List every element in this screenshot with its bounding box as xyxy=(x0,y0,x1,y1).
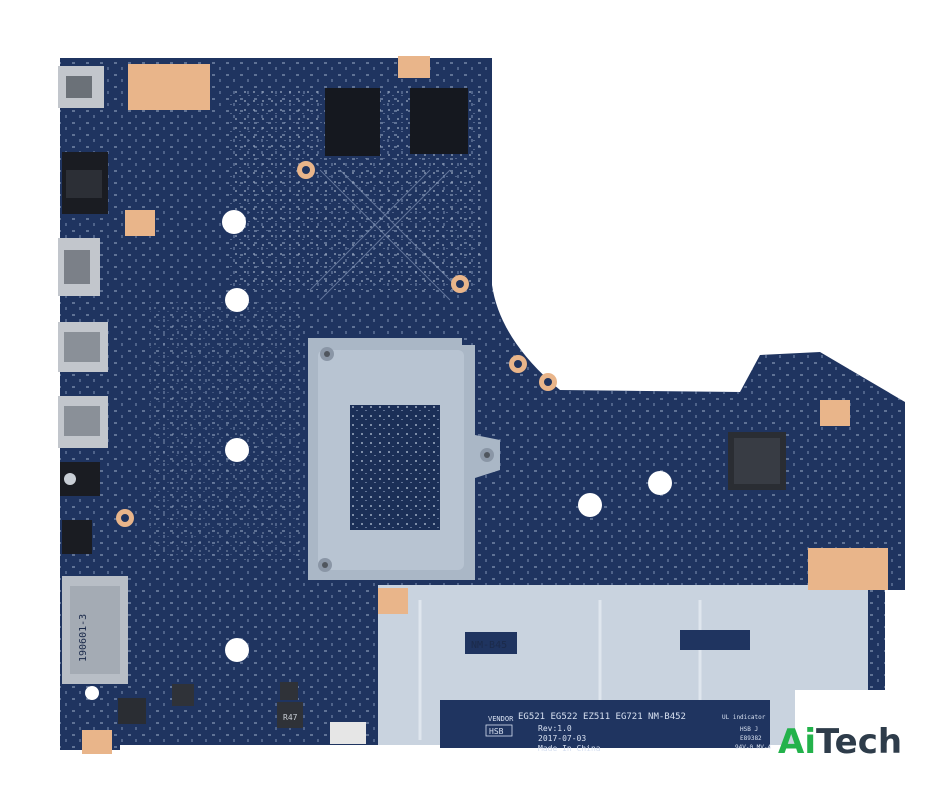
brand-ai: Ai xyxy=(778,722,816,762)
mounting-pad xyxy=(808,548,888,590)
mounting-pad xyxy=(398,56,430,78)
vendor-label: VENDOR xyxy=(488,715,514,723)
rating-label: 94V-0 MV-4 xyxy=(735,744,772,751)
mounting-pad xyxy=(378,588,408,614)
aitech-watermark: AiTech xyxy=(778,722,902,762)
cert-number: E89382 xyxy=(740,735,762,742)
build-date: 2017-07-03 xyxy=(538,734,586,743)
memory-chip xyxy=(410,88,468,154)
mounting-pad xyxy=(820,400,850,426)
board-id: NM-B45 xyxy=(471,640,507,651)
ul-indicator: UL indicator xyxy=(722,714,766,721)
mounting-pad xyxy=(82,730,112,754)
inductor xyxy=(172,684,194,706)
battery-connector xyxy=(330,722,366,744)
inductor-label: R47 xyxy=(283,713,298,722)
revision: Rev:1.0 xyxy=(538,724,572,733)
inductor xyxy=(277,702,303,728)
memory-chip xyxy=(325,88,380,156)
model-list: EG521 EG522 EZ511 EG721 NM-B452 xyxy=(518,712,686,722)
hsb-j-label: HSB J xyxy=(740,726,758,733)
mounting-pad xyxy=(128,64,210,110)
sd-label: 190601-3 xyxy=(78,614,89,662)
small-connector xyxy=(62,520,92,554)
brand-tech: Tech xyxy=(815,722,903,762)
vendor-code: HSB xyxy=(489,727,504,736)
made-in-label: Made In China xyxy=(538,744,601,753)
mounting-pad xyxy=(125,210,155,236)
